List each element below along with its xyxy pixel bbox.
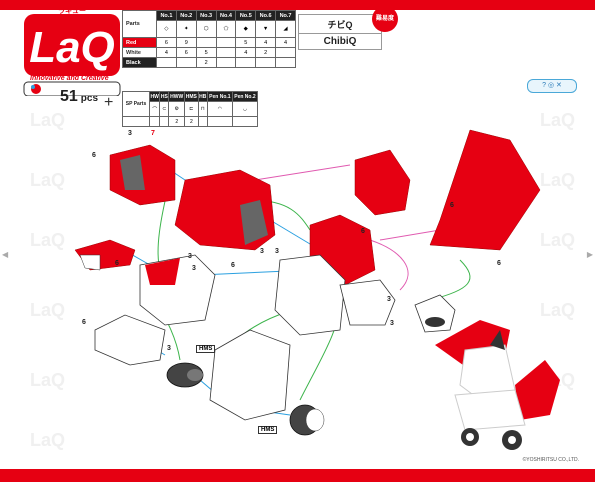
svg-text:LaQ: LaQ bbox=[29, 23, 115, 72]
callout-count: 7 bbox=[151, 130, 155, 137]
callout-count: 6 bbox=[92, 152, 96, 159]
bottom-red-bar bbox=[0, 469, 595, 482]
model-title-jp: チビQ bbox=[327, 20, 353, 30]
hms-label: HMS bbox=[196, 345, 216, 353]
help-nav-icon[interactable]: ? ◎ ✕ bbox=[527, 79, 577, 93]
black-wheel-left bbox=[166, 362, 204, 388]
top-red-bar bbox=[0, 0, 595, 10]
laq-logo: ラキュー LaQ bbox=[23, 7, 121, 96]
red-wing-piece bbox=[354, 149, 411, 216]
callout-count: 6 bbox=[82, 319, 86, 326]
completed-model-image bbox=[435, 320, 560, 450]
prev-arrow-icon[interactable]: ◀ bbox=[2, 250, 9, 259]
callout-count: 3 bbox=[260, 248, 264, 255]
red-body-piece bbox=[174, 169, 276, 251]
model-title-en: ChibiQ bbox=[299, 33, 381, 47]
plus-sign: + bbox=[104, 94, 114, 111]
callout-count: 6 bbox=[361, 228, 365, 235]
white-seat-piece bbox=[209, 329, 291, 421]
copyright-text: ©YOSHIRITSU CO.,LTD. bbox=[522, 457, 579, 463]
black-wheel-right bbox=[289, 404, 325, 436]
callout-count: 3 bbox=[128, 130, 132, 137]
brand-tagline: Innovative and Creative bbox=[30, 75, 109, 82]
parts-row-black: Black 2 bbox=[122, 57, 296, 68]
callout-count: 3 bbox=[390, 320, 394, 327]
callout-count: 3 bbox=[387, 296, 391, 303]
callout-count: 6 bbox=[231, 262, 235, 269]
white-leg-left bbox=[139, 254, 216, 326]
svg-text:ラキュー: ラキュー bbox=[58, 7, 86, 15]
white-plate-piece bbox=[94, 314, 166, 366]
parts-header-label: Parts bbox=[122, 10, 157, 38]
link-line-pink bbox=[254, 164, 351, 181]
callout-count: 3 bbox=[188, 253, 192, 260]
hms-label: HMS bbox=[258, 426, 278, 434]
white-cap-piece bbox=[414, 294, 456, 333]
sp-shape-icon: ◡ bbox=[231, 101, 259, 117]
callout-count: 3 bbox=[192, 265, 196, 272]
difficulty-badge: 難易度 bbox=[372, 6, 398, 32]
sp-parts-table: SP Parts HW HS HWW HMS HB Pen No.1 Pen N… bbox=[122, 91, 259, 127]
link-line-green bbox=[429, 259, 471, 301]
parts-row-white: White 4 6 5 4 2 bbox=[122, 47, 296, 58]
callout-count: 3 bbox=[275, 248, 279, 255]
callout-count: 3 bbox=[167, 345, 171, 352]
link-line-pink bbox=[369, 239, 409, 291]
callout-count: 6 bbox=[115, 260, 119, 267]
parts-row-red: Red 6 9 5 4 4 bbox=[122, 37, 296, 48]
callout-count: 6 bbox=[450, 202, 454, 209]
model-title-box: チビQ ChibiQ bbox=[298, 14, 382, 50]
red-backrest-piece bbox=[429, 129, 541, 251]
white-leg-right bbox=[274, 254, 396, 336]
parts-table: Parts No.1 No.2 No.3 No.4 No.5 No.6 No.7… bbox=[122, 10, 296, 68]
red-head-piece bbox=[109, 144, 176, 206]
callout-count: 6 bbox=[497, 260, 501, 267]
next-arrow-icon[interactable]: ▶ bbox=[586, 250, 593, 259]
red-small-piece bbox=[74, 239, 136, 271]
link-line-pink bbox=[379, 229, 441, 241]
